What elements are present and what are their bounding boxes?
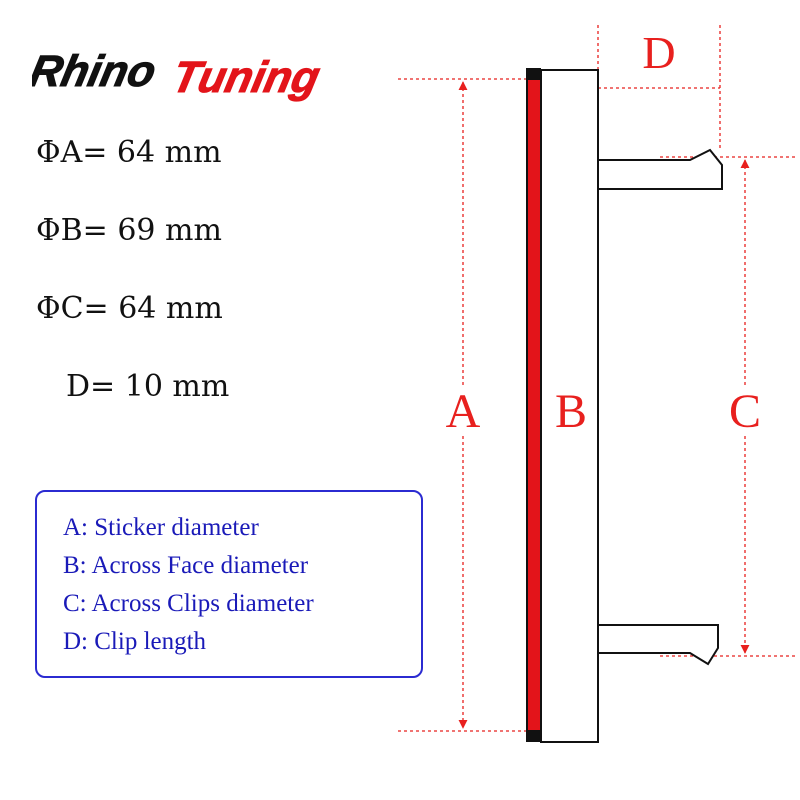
spec-c: ΦC= 64 mm [36,291,223,326]
rhino-tuning-logo: Rhino Tuning [25,36,325,106]
spec-d: D= 10 mm [66,369,230,404]
spec-a: ΦA= 64 mm [36,135,222,170]
label-c: C [729,385,761,438]
legend-item-b: B: Across Face diameter [63,552,309,579]
clip-bottom [597,624,719,666]
legend-item-c: C: Across Clips diameter [63,590,314,617]
legend-item-a: A: Sticker diameter [63,514,259,541]
logo-graphic: Rhino Tuning [25,47,325,102]
clip-top [597,148,723,190]
legend-item-d: D: Clip length [63,628,207,655]
label-a: A [446,385,481,438]
label-d: D [642,27,675,78]
spec-b: ΦB= 69 mm [36,213,222,248]
legend-box: A: Sticker diameter B: Across Face diame… [35,490,423,678]
sticker-layer [528,80,540,730]
logo-rhino-text: Rhino [32,47,160,95]
extension-lines [398,25,795,732]
label-b: B [555,385,587,438]
logo-tuning-text: Tuning [168,53,322,101]
